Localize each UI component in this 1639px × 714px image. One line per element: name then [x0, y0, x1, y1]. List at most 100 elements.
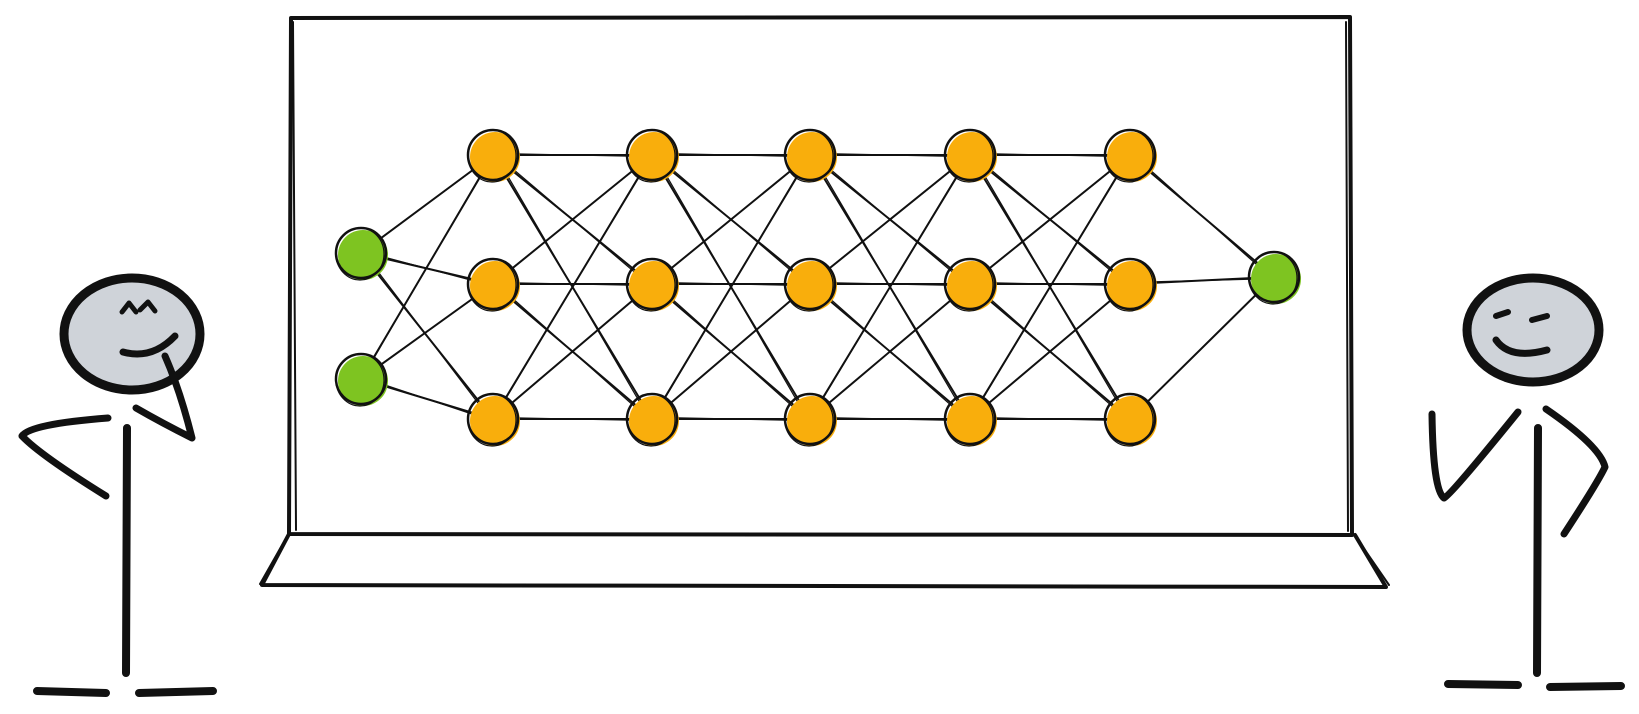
whiteboard-frame	[287, 15, 1354, 537]
connection-l3n0-l4n0	[810, 152, 970, 158]
connection-l2n1-l3n0	[652, 156, 810, 283]
connection-l5n0-l6n0	[1130, 152, 1274, 280]
hidden-node-l1-n2	[466, 392, 520, 447]
left-figure-eyes	[119, 299, 158, 315]
hidden-node-fill	[629, 261, 679, 311]
connection-l5n2-l6n0	[1130, 278, 1274, 418]
connection-l4n0-l5n0	[970, 152, 1130, 158]
left-stick-figure	[18, 273, 217, 697]
right-figure-right-arm	[1542, 405, 1609, 538]
right-figure-body	[1533, 424, 1542, 677]
connection-l3n1-l4n1	[810, 281, 970, 287]
right-figure-left-arm	[1428, 408, 1522, 502]
hidden-node-l1-n0	[466, 128, 520, 183]
connection-l1n0-l2n0	[494, 152, 652, 158]
input-node-fill	[338, 356, 388, 406]
hidden-node-sketch-outline	[784, 258, 834, 312]
left-figure-hand-on-chin	[132, 352, 196, 442]
hidden-node-fill	[787, 396, 837, 446]
hidden-node-fill	[1107, 396, 1157, 446]
connection-l3n1-l4n0	[810, 156, 970, 283]
whiteboard	[259, 15, 1390, 589]
connection-l0n1-l1n0	[362, 156, 492, 378]
hidden-node-fill	[629, 396, 679, 446]
hidden-node-sketch-outline	[626, 129, 676, 183]
hidden-node-sketch-outline	[784, 393, 834, 447]
hidden-node-sketch-outline	[1104, 393, 1154, 447]
left-figure-smile	[119, 332, 179, 358]
hidden-node-l4-n0	[943, 128, 997, 183]
hidden-node-fill	[470, 261, 520, 311]
connection-l1n2-l2n0	[494, 156, 652, 418]
right-stick-figure	[1428, 273, 1625, 691]
network-connections	[360, 152, 1275, 422]
hidden-node-fill	[787, 261, 837, 311]
hidden-node-l3-n0	[783, 128, 837, 183]
input-node-sketch-outline	[335, 353, 385, 407]
connection-l3n2-l4n0	[810, 156, 970, 418]
input-node-l0-n0	[334, 226, 388, 281]
input-node-l0-n1	[334, 352, 388, 407]
connection-l0n0-l1n0	[362, 156, 492, 252]
hidden-node-sketch-outline	[467, 129, 517, 183]
connection-l1n2-l2n1	[494, 285, 652, 418]
hidden-node-fill	[947, 261, 997, 311]
input-node-sketch-outline	[335, 227, 385, 281]
right-figure-feet	[1444, 680, 1625, 691]
hidden-node-l4-n1	[943, 257, 997, 312]
hidden-node-l1-n1	[466, 257, 520, 312]
hidden-node-l5-n0	[1103, 128, 1157, 183]
hidden-node-sketch-outline	[626, 258, 676, 312]
hidden-node-fill	[1107, 132, 1157, 182]
hidden-node-l2-n1	[625, 257, 679, 312]
hidden-node-l2-n0	[625, 128, 679, 183]
hidden-node-sketch-outline	[467, 393, 517, 447]
connection-l2n2-l3n2	[652, 416, 810, 422]
whiteboard-tray-shadow	[259, 539, 1390, 586]
hidden-node-sketch-outline	[944, 258, 994, 312]
connection-l1n1-l2n1	[494, 281, 652, 287]
hidden-node-l2-n2	[625, 392, 679, 447]
output-node-l6-n0	[1247, 250, 1301, 305]
connection-l4n2-l5n2	[970, 416, 1130, 422]
hidden-node-fill	[947, 132, 997, 182]
connection-l2n2-l3n0	[652, 156, 810, 418]
hidden-node-fill	[1107, 261, 1157, 311]
output-node-fill	[1251, 254, 1301, 304]
right-figure-eyes	[1493, 309, 1550, 323]
hidden-node-fill	[470, 396, 520, 446]
left-figure-feet	[33, 687, 217, 697]
left-figure-body	[122, 424, 131, 677]
connection-l4n2-l5n1	[970, 285, 1130, 418]
hidden-node-l4-n2	[943, 392, 997, 447]
connection-l0n1-l1n1	[362, 285, 492, 378]
connection-l4n2-l5n0	[970, 156, 1130, 418]
input-node-fill	[338, 230, 388, 280]
right-figure-head	[1462, 273, 1604, 387]
hidden-node-fill	[470, 132, 520, 182]
connection-l3n2-l4n1	[810, 285, 970, 418]
hidden-node-sketch-outline	[626, 393, 676, 447]
hidden-node-fill	[787, 132, 837, 182]
connection-l1n1-l2n0	[494, 156, 652, 283]
connection-l2n0-l3n0	[652, 152, 810, 158]
connection-l3n2-l4n2	[810, 416, 970, 422]
hidden-node-sketch-outline	[944, 393, 994, 447]
hidden-node-l3-n2	[783, 392, 837, 447]
hidden-node-sketch-outline	[1104, 129, 1154, 183]
hidden-node-sketch-outline	[784, 129, 834, 183]
hidden-node-l3-n1	[783, 257, 837, 312]
left-figure-head	[59, 273, 205, 395]
network-nodes	[334, 128, 1301, 447]
hidden-node-fill	[947, 396, 997, 446]
connection-l2n1-l3n1	[652, 281, 810, 287]
hidden-node-sketch-outline	[1104, 258, 1154, 312]
connection-l4n1-l5n1	[970, 281, 1130, 287]
connection-l0n0-l1n2	[362, 250, 492, 422]
hidden-node-sketch-outline	[467, 258, 517, 312]
hidden-node-sketch-outline	[944, 129, 994, 183]
hidden-node-l5-n2	[1103, 392, 1157, 447]
hidden-node-l5-n1	[1103, 257, 1157, 312]
whiteboard-tray	[260, 532, 1388, 589]
